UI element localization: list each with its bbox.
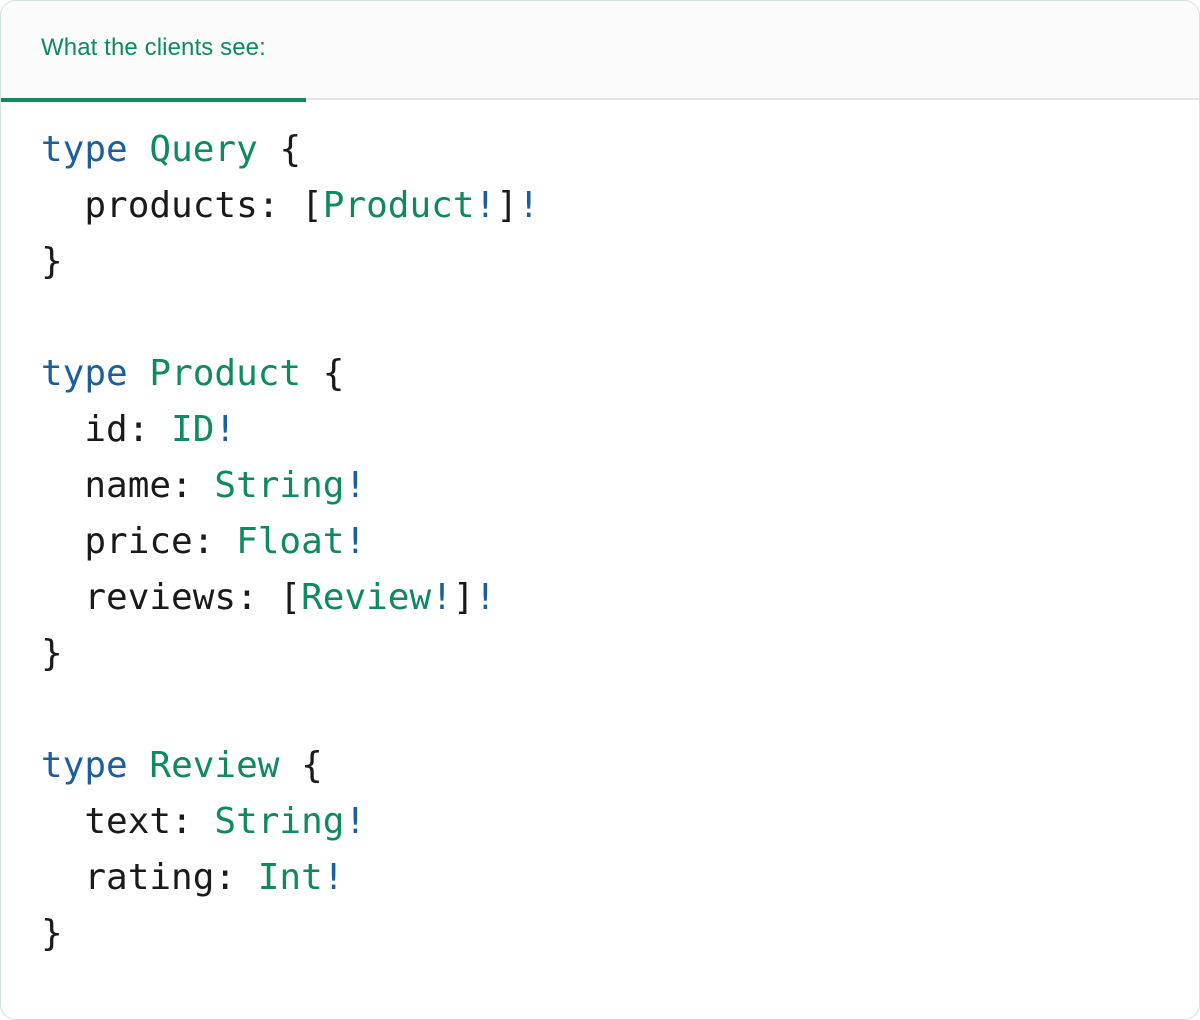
code-token-name: reviews: xyxy=(41,577,280,618)
code-token-bang: ! xyxy=(431,577,453,618)
code-line: } xyxy=(41,906,1159,962)
code-token-punc: [ xyxy=(301,185,323,226)
code-token-bang: ! xyxy=(344,801,367,842)
code-line: type Query { xyxy=(41,122,1159,178)
code-token-type: Product xyxy=(149,353,302,394)
code-token-punc: ] xyxy=(496,185,518,226)
code-token-name: id: xyxy=(41,409,172,450)
code-token-bang: ! xyxy=(344,465,367,506)
code-line: name: String! xyxy=(41,458,1159,514)
code-line: id: ID! xyxy=(41,402,1159,458)
code-token-punc: { xyxy=(279,745,323,786)
code-line: products: [Product!]! xyxy=(41,178,1159,234)
code-token-punc: ] xyxy=(452,577,475,618)
code-token-punc: [ xyxy=(279,577,302,618)
code-token-punc: } xyxy=(41,913,63,954)
code-token-punc: } xyxy=(41,241,63,282)
graphql-schema-code[interactable]: type Query { products: [Product!]!} type… xyxy=(41,122,1159,962)
tab-bar: What the clients see: xyxy=(1,1,1199,102)
code-line xyxy=(41,682,1159,738)
tab-what-the-clients-see[interactable]: What the clients see: xyxy=(1,1,306,102)
code-token-kw: type xyxy=(41,353,128,394)
code-token-type: String xyxy=(214,465,345,506)
code-token-bang: ! xyxy=(344,521,367,562)
code-token-type: Product xyxy=(322,185,475,226)
code-token-type: ID xyxy=(171,409,215,450)
code-line: type Review { xyxy=(41,738,1159,794)
code-token-punc xyxy=(128,353,150,394)
code-token-type: Review xyxy=(149,745,280,786)
code-line: rating: Int! xyxy=(41,850,1159,906)
code-token-type: Query xyxy=(149,129,258,170)
code-token-punc: { xyxy=(257,129,302,170)
code-token-name: text: xyxy=(41,801,215,842)
code-line: price: Float! xyxy=(41,514,1159,570)
code-line xyxy=(41,290,1159,346)
code-line: text: String! xyxy=(41,794,1159,850)
code-token-name: name: xyxy=(41,465,215,506)
code-token-bang: ! xyxy=(474,577,497,618)
code-token-type: String xyxy=(214,801,345,842)
code-token-punc: { xyxy=(301,353,345,394)
code-token-bang: ! xyxy=(474,185,497,226)
code-line: type Product { xyxy=(41,346,1159,402)
code-token-kw: type xyxy=(41,129,128,170)
code-token-punc xyxy=(128,745,150,786)
code-token-bang: ! xyxy=(517,185,540,226)
code-token-name: price: xyxy=(41,521,237,562)
code-token-name: products: xyxy=(41,185,302,226)
tab-label: What the clients see: xyxy=(41,34,266,61)
code-token-type: Review xyxy=(301,577,432,618)
code-line: reviews: [Review!]! xyxy=(41,570,1159,626)
code-panel: type Query { products: [Product!]!} type… xyxy=(1,100,1199,962)
code-token-punc xyxy=(128,129,150,170)
code-token-type: Float xyxy=(236,521,345,562)
code-token-bang: ! xyxy=(322,857,345,898)
code-token-type: Int xyxy=(257,857,323,898)
code-token-punc: } xyxy=(41,633,63,674)
code-token-bang: ! xyxy=(214,409,237,450)
code-line: } xyxy=(41,626,1159,682)
code-token-kw: type xyxy=(41,745,128,786)
code-line: } xyxy=(41,234,1159,290)
code-token-name: rating: xyxy=(41,857,258,898)
